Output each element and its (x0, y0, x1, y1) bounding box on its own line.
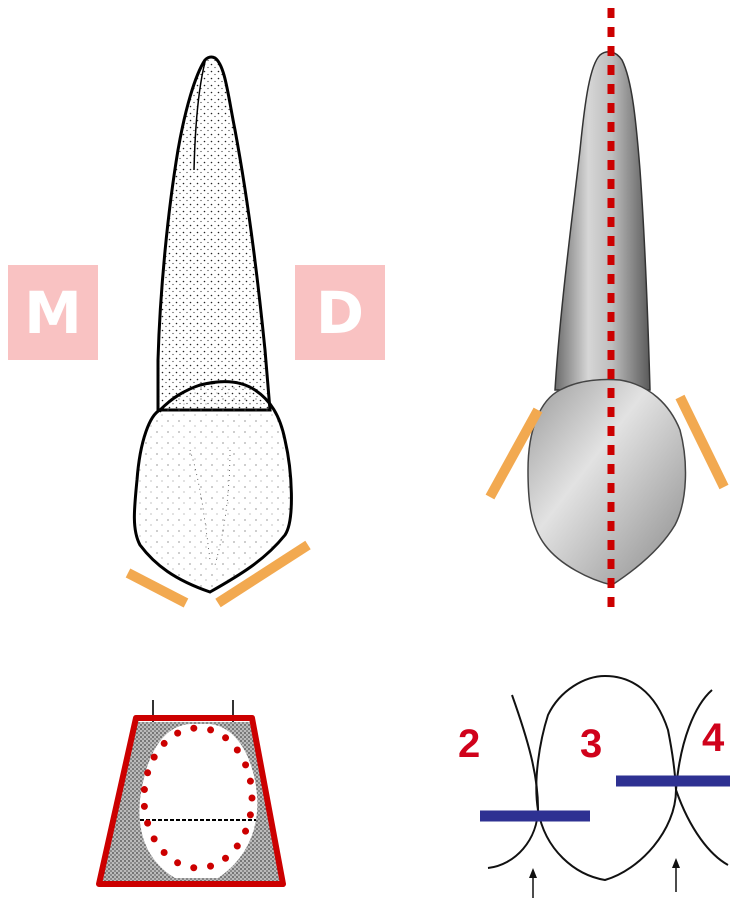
orange-marker-right-distal (680, 397, 724, 487)
tooth-outline-2 (488, 695, 538, 868)
tooth-drawing-left (134, 57, 291, 592)
distal-label-box: D (295, 265, 385, 360)
cross-section-diagram (99, 700, 283, 884)
crown-outline (134, 382, 291, 592)
mesial-label: M (24, 279, 82, 347)
up-arrow-1 (529, 868, 537, 898)
tooth-shaded-right (528, 52, 685, 585)
contact-points-diagram (480, 676, 730, 898)
tooth-number-3: 3 (580, 722, 602, 767)
up-arrow-2 (672, 858, 680, 892)
mesial-label-box: M (8, 265, 98, 360)
white-crown-section (139, 724, 257, 878)
tooth-number-2: 2 (458, 722, 480, 767)
crown-shaded (528, 379, 685, 585)
root-shaded (555, 52, 650, 390)
tooth-number-4: 4 (702, 716, 724, 761)
distal-label: D (316, 279, 364, 347)
root-outline (158, 57, 270, 410)
